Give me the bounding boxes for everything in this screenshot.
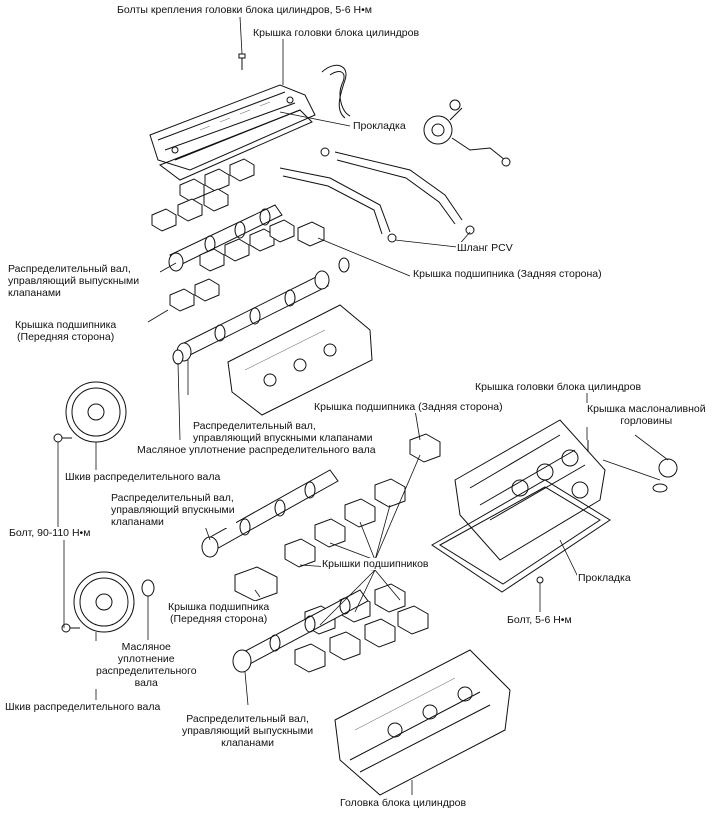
pcv-hose-lower: [279, 147, 475, 243]
label-pcv-hose: Шланг PCV: [456, 242, 514, 254]
cam-pulley-top: [53, 381, 127, 443]
gasket-right: [431, 479, 611, 593]
label-oil-seal-bottom: Масляное уплотнение распределительного в…: [95, 641, 198, 689]
label-bearing-cap-front-top: Крышка подшипника (Передняя сторона): [14, 319, 118, 343]
label-exhaust-camshaft-bottom: Распределительный вал, управляющий выпус…: [181, 713, 315, 749]
oil-filler-cap: [652, 458, 678, 493]
exhaust-camshaft-top: [168, 204, 283, 272]
label-cam-pulley-bottom: Шкив распределительного вала: [4, 701, 162, 713]
label-head-cover-top: Крышка головки блока цилиндров: [252, 27, 421, 39]
label-oil-seal-top: Масляное уплотнение распределительного в…: [136, 444, 377, 456]
cylinder-head-cover-right: [454, 419, 606, 561]
pcv-hose-upper: [321, 64, 351, 119]
label-gasket-right: Прокладка: [577, 572, 632, 584]
leader-lines: [57, 16, 669, 795]
cam-pulley-bottom: [61, 571, 155, 633]
label-head-cover-bolts: Болты крепления головки блока цилиндров,…: [116, 4, 374, 16]
label-cam-pulley-top: Шкив распределительного вала: [64, 471, 222, 483]
oil-seal-top: [172, 257, 350, 365]
label-bolt-small: Болт, 5-6 Н•м: [506, 614, 573, 626]
label-exhaust-camshaft-top: Распределительный вал, управляющий выпус…: [7, 263, 141, 299]
cylinder-head-top-bank: [227, 304, 373, 416]
label-cylinder-head: Головка блока цилиндров: [339, 797, 468, 809]
bearing-cap-rear-top: [297, 221, 325, 247]
bearing-caps-top-row2: [169, 219, 295, 312]
label-gasket-top: Прокладка: [352, 120, 407, 132]
label-bearing-cap-rear-mid: Крышка подшипника (Задняя сторона): [313, 401, 504, 413]
bearing-caps-mid: [234, 433, 441, 602]
label-bearing-cap-rear-top: Крышка подшипника (Задняя сторона): [412, 268, 603, 280]
label-bolt-torque: Болт, 90-110 Н•м: [8, 527, 92, 539]
bearing-caps-top-row1: [151, 158, 255, 232]
label-head-cover-right: Крышка головки блока цилиндров: [474, 381, 643, 393]
head-cover-bolt: [238, 53, 246, 70]
pcv-valve-assembly: [423, 99, 511, 167]
head-cover-gasket-top: [158, 109, 313, 181]
intake-camshaft-top: [176, 270, 330, 362]
label-intake-camshaft-mid: Распределительный вал, управляющий впуск…: [110, 492, 236, 528]
intake-camshaft-mid: [201, 469, 339, 558]
label-oil-filler-cap: Крышка маслоналивной горловины: [586, 403, 707, 427]
cylinder-head-bottom: [334, 649, 511, 796]
label-bearing-cap-front-mid: Крышка подшипника (Передняя сторона): [167, 601, 271, 625]
label-intake-camshaft-top: Распределительный вал, управляющий впуск…: [192, 420, 374, 444]
label-bearing-caps: Крышки подшипников: [321, 558, 430, 570]
